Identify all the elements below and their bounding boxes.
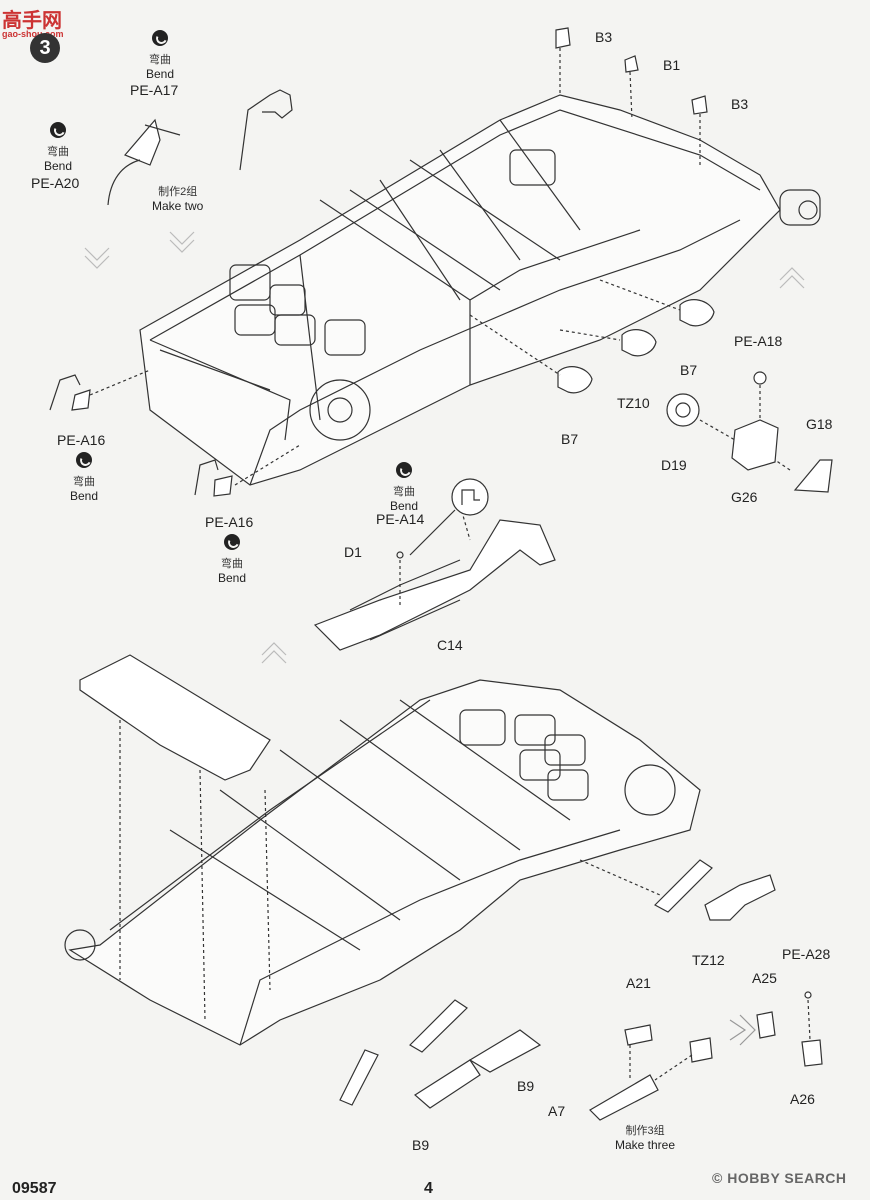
bend-icon	[224, 534, 240, 550]
label-pe-a18: PE-A18	[734, 333, 783, 349]
label-b3-right: B3	[731, 96, 749, 112]
product-code: 09587	[12, 1180, 57, 1197]
bend-en-label: Bend	[43, 159, 73, 173]
make-three-note: 制作3组 Make three	[615, 1122, 675, 1152]
label-g18: G18	[806, 416, 833, 432]
label-d1: D1	[344, 544, 362, 560]
bend-en-label: Bend	[389, 499, 419, 513]
bend-en-label: Bend	[217, 571, 247, 585]
label-b9-right: B9	[517, 1078, 535, 1094]
bend-note-pe-a16-bottom: 弯曲 Bend	[212, 534, 252, 585]
make-two-cn: 制作2组	[158, 186, 198, 198]
label-b9-bottom: B9	[412, 1137, 430, 1153]
bend-en-label: Bend	[145, 67, 175, 81]
label-pe-a14: PE-A14	[376, 511, 425, 527]
label-b7-left: B7	[561, 431, 579, 447]
middle-rail-drawing	[313, 484, 556, 651]
bend-cn-label: 弯曲	[47, 146, 69, 158]
bend-note-pe-a16-left: 弯曲 Bend	[64, 452, 104, 503]
bend-icon	[76, 452, 92, 468]
hobby-search-watermark: © HOBBY SEARCH	[712, 1170, 847, 1186]
site-watermark-logo: 高手网 gao-shou.com	[2, 4, 64, 39]
label-a25: A25	[752, 970, 777, 986]
label-b1: B1	[663, 57, 681, 73]
label-a21: A21	[626, 975, 651, 991]
suspension-parts-drawing	[339, 859, 823, 1121]
direction-arrows-drawing	[84, 231, 805, 664]
bend-note-pe-a20: 弯曲 Bend	[38, 122, 78, 173]
label-b3-top: B3	[595, 29, 613, 45]
label-pe-a20: PE-A20	[31, 175, 80, 191]
make-two-en: Make two	[152, 199, 204, 213]
watermark-url-text: gao-shou.com	[2, 29, 64, 39]
bend-icon	[396, 462, 412, 478]
label-g26: G26	[731, 489, 758, 505]
label-pe-a17: PE-A17	[130, 82, 179, 98]
small-parts-right-drawing	[469, 27, 833, 493]
bend-cn-label: 弯曲	[73, 476, 95, 488]
step-number-badge: 3	[30, 33, 60, 63]
bend-icon	[50, 122, 66, 138]
label-a7: A7	[548, 1103, 566, 1119]
label-tz12: TZ12	[692, 952, 725, 968]
lower-hull-drawing	[64, 654, 701, 1046]
pe-a14-callout-drawing	[409, 478, 489, 556]
upper-hull-drawing	[139, 94, 821, 486]
label-pe-a28: PE-A28	[782, 946, 831, 962]
bend-cn-label: 弯曲	[221, 558, 243, 570]
label-pe-a16-bottom: PE-A16	[205, 514, 254, 530]
label-c14: C14	[437, 637, 463, 653]
bend-icon	[152, 30, 168, 46]
label-d19: D19	[661, 457, 687, 473]
make-three-cn: 制作3组	[625, 1125, 665, 1137]
make-three-en: Make three	[615, 1138, 676, 1152]
label-pe-a16-left: PE-A16	[57, 432, 106, 448]
watermark-logo-text: 高手网	[2, 10, 62, 32]
bend-cn-label: 弯曲	[149, 54, 171, 66]
label-a26: A26	[790, 1091, 815, 1107]
bend-note-pe-a14: 弯曲 Bend	[384, 462, 424, 513]
make-two-note: 制作2组 Make two	[152, 183, 203, 213]
brand-text: HOBBY SEARCH	[727, 1170, 847, 1186]
label-tz10: TZ10	[617, 395, 650, 411]
copyright-mark: ©	[712, 1170, 723, 1186]
pe-parts-top-drawing	[49, 89, 301, 497]
bend-en-label: Bend	[69, 489, 99, 503]
page-number: 4	[424, 1180, 433, 1197]
label-b7-right: B7	[680, 362, 698, 378]
bend-cn-label: 弯曲	[393, 486, 415, 498]
bend-note-pe-a17: 弯曲 Bend	[140, 30, 180, 81]
